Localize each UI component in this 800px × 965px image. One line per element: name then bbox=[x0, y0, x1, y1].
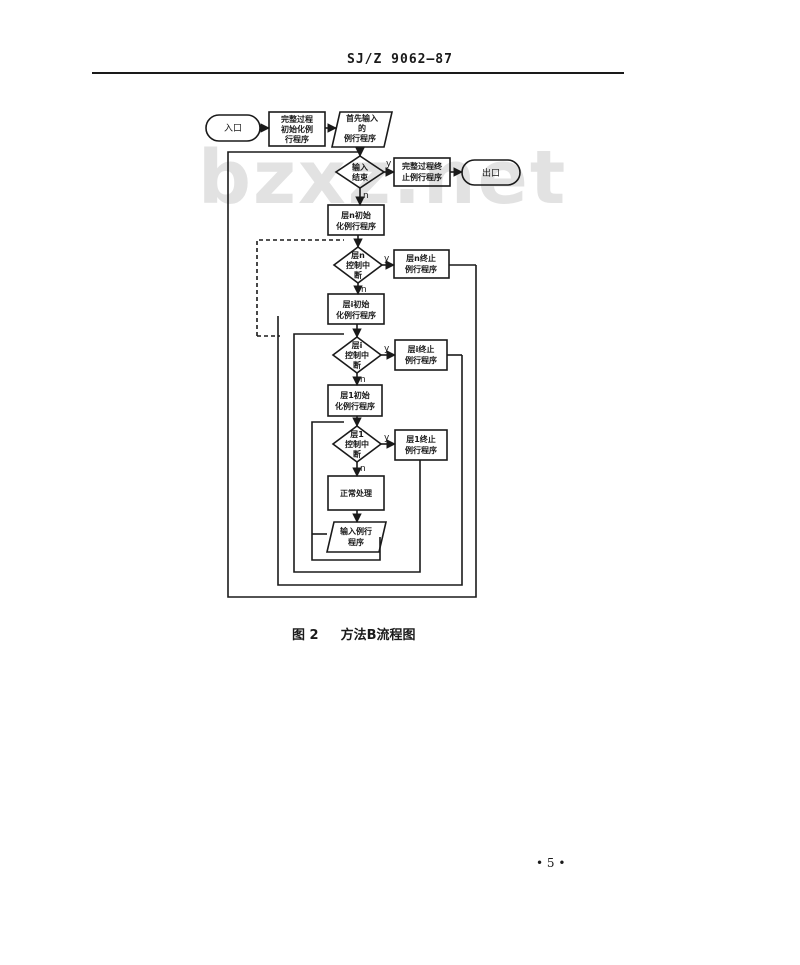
watermark: bzxz.net bbox=[198, 135, 568, 221]
normal-proc-label: 正常处理 bbox=[340, 488, 372, 498]
layer-n-term-line1: 层n终止 bbox=[405, 253, 436, 263]
first-input-line3: 例行程序 bbox=[344, 133, 376, 143]
init-all-line3: 行程序 bbox=[284, 134, 309, 144]
layer-n-ctrl-line2: 控制中 bbox=[346, 260, 370, 270]
no-label-4: n bbox=[360, 464, 366, 474]
input-end-decision bbox=[334, 155, 386, 189]
term-all-line1: 完整过程终 bbox=[402, 161, 443, 171]
layer-1-ctrl-line3: 断 bbox=[353, 449, 361, 459]
page-number: • 5 • bbox=[536, 856, 566, 870]
layer-i-init-line1: 层i初始 bbox=[342, 299, 370, 309]
layer-n-ctrl-line3: 断 bbox=[354, 270, 362, 280]
term-all-line2: 止例行程序 bbox=[402, 172, 442, 182]
yes-label-3: y bbox=[384, 344, 390, 354]
layer-n-init-line1: 层n初始 bbox=[340, 210, 371, 220]
layer-n-term-line2: 例行程序 bbox=[405, 264, 437, 274]
layer-i-ctrl-line3: 断 bbox=[353, 360, 361, 370]
first-input-parallelogram bbox=[330, 111, 394, 148]
yes-label-1: y bbox=[386, 159, 392, 169]
yes-label-2: y bbox=[384, 254, 390, 264]
input-routine-line2: 程序 bbox=[348, 537, 364, 547]
layer-i-term-line1: 层i终止 bbox=[407, 344, 435, 354]
no-label-1: n bbox=[363, 191, 369, 201]
document-header: SJ/Z 9062—87 bbox=[347, 52, 453, 67]
exit-label: 出口 bbox=[482, 167, 500, 179]
init-all-line1: 完整过程 bbox=[281, 114, 313, 124]
init-all-line2: 初始化例 bbox=[281, 124, 313, 134]
layer-1-ctrl-line2: 控制中 bbox=[345, 439, 369, 449]
figure-number: 图 2 bbox=[292, 628, 319, 643]
figure-caption: 图 2 方法B流程图 bbox=[292, 624, 438, 643]
no-label-2: n bbox=[361, 285, 367, 295]
layer-1-term-line2: 例行程序 bbox=[405, 445, 437, 455]
yes-label-4: y bbox=[384, 433, 390, 443]
layer-i-ctrl-line2: 控制中 bbox=[345, 350, 369, 360]
layer-i-init-line2: 化例行程序 bbox=[336, 310, 376, 320]
layer-i-ctrl-line1: 层i bbox=[351, 341, 363, 350]
layer-n-ctrl-line1: 层n bbox=[350, 251, 365, 260]
figure-title: 方法B流程图 bbox=[340, 628, 416, 643]
layer-n-init-line2: 化例行程序 bbox=[336, 221, 376, 231]
layer-1-term-line1: 层1终止 bbox=[405, 434, 436, 444]
first-input-line2: 的 bbox=[358, 123, 366, 133]
no-label-3: n bbox=[360, 375, 366, 385]
layer-1-init-line1: 层1初始 bbox=[339, 390, 370, 400]
layer-1-init-line2: 化例行程序 bbox=[335, 401, 375, 411]
input-routine-parallelogram bbox=[325, 521, 388, 553]
input-end-line1: 输入 bbox=[352, 162, 368, 172]
entry-label: 入口 bbox=[224, 123, 242, 134]
header-rule bbox=[92, 72, 624, 74]
layer-1-ctrl-line1: 层1 bbox=[349, 430, 364, 439]
first-input-line1: 首先输入 bbox=[346, 113, 378, 123]
input-routine-line1: 输入例行 bbox=[340, 526, 372, 536]
input-end-line2: 结束 bbox=[352, 172, 369, 182]
layer-i-term-line2: 例行程序 bbox=[405, 355, 437, 365]
layer-1-init-box bbox=[327, 384, 383, 417]
